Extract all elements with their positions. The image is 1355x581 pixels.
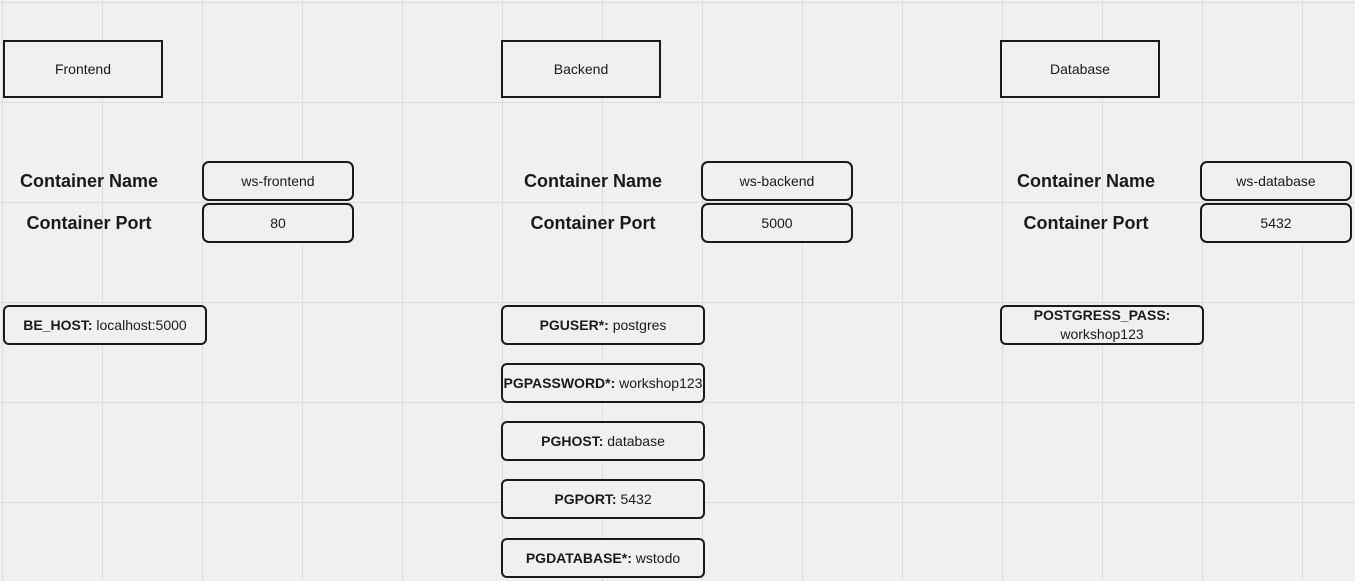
backend-env-pgpassword[interactable]: PGPASSWORD*: workshop123 <box>501 363 705 403</box>
backend-env-pgport[interactable]: PGPORT: 5432 <box>501 479 705 519</box>
backend-title: Backend <box>553 61 609 77</box>
env-key: PGUSER*: <box>539 316 609 333</box>
backend-container-name-label: Container Name <box>523 170 663 191</box>
env-value: workshop123 <box>619 374 703 391</box>
database-container-name-value: ws-database <box>1236 173 1316 189</box>
database-container-port-value: 5432 <box>1260 215 1292 231</box>
env-key: PGPORT: <box>554 490 617 507</box>
backend-env-pgdatabase[interactable]: PGDATABASE*: wstodo <box>501 538 705 578</box>
env-value: 5432 <box>620 490 652 507</box>
backend-container-port-label: Container Port <box>530 212 656 233</box>
env-value: wstodo <box>635 549 681 566</box>
database-container-port-label: Container Port <box>1023 212 1149 233</box>
backend-container-name-value: ws-backend <box>739 173 815 189</box>
database-container-port-box[interactable]: 5432 <box>1200 203 1352 243</box>
frontend-container-port-box[interactable]: 80 <box>202 203 354 243</box>
env-key: BE_HOST: <box>23 316 93 333</box>
frontend-title: Frontend <box>54 61 112 77</box>
env-value: postgres <box>612 316 667 333</box>
env-value: workshop123 <box>1060 326 1144 342</box>
database-env-postgress-pass[interactable]: POSTGRESS_PASS: workshop123 <box>1000 305 1204 345</box>
env-key: PGDATABASE*: <box>525 549 632 566</box>
frontend-container-name-box[interactable]: ws-frontend <box>202 161 354 201</box>
frontend-container-name-value: ws-frontend <box>241 173 315 189</box>
backend-title-box[interactable]: Backend <box>501 40 661 98</box>
frontend-container-name-label: Container Name <box>19 170 159 191</box>
frontend-title-box[interactable]: Frontend <box>3 40 163 98</box>
env-value: database <box>607 432 665 449</box>
backend-container-port-value: 5000 <box>761 215 793 231</box>
database-title: Database <box>1050 61 1110 77</box>
env-key: PGHOST: <box>541 432 604 449</box>
frontend-container-port-label: Container Port <box>26 212 152 233</box>
backend-container-name-box[interactable]: ws-backend <box>701 161 853 201</box>
backend-env-pghost[interactable]: PGHOST: database <box>501 421 705 461</box>
env-key: PGPASSWORD*: <box>503 374 616 391</box>
env-key: POSTGRESS_PASS: <box>1033 307 1171 323</box>
frontend-env-be-host[interactable]: BE_HOST: localhost:5000 <box>3 305 207 345</box>
database-container-name-label: Container Name <box>1016 170 1156 191</box>
database-title-box[interactable]: Database <box>1000 40 1160 98</box>
frontend-container-port-value: 80 <box>270 215 286 231</box>
env-value: localhost:5000 <box>96 316 187 333</box>
backend-env-pguser[interactable]: PGUSER*: postgres <box>501 305 705 345</box>
database-container-name-box[interactable]: ws-database <box>1200 161 1352 201</box>
backend-container-port-box[interactable]: 5000 <box>701 203 853 243</box>
